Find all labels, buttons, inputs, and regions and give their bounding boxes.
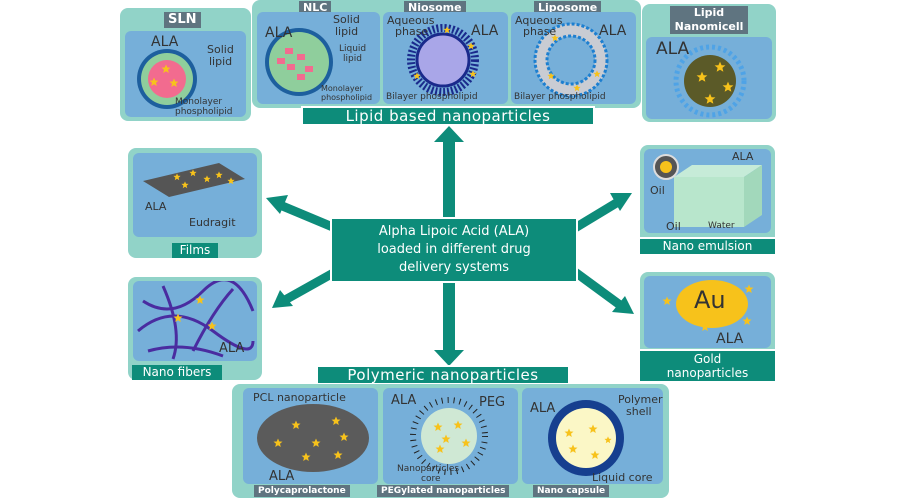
films-card: ALA Eudragit Films [128,148,262,258]
micell-card: Lipid Nanomicell ALA [642,4,776,122]
emulsion-panel: ALA Oil Oil Water [644,149,771,233]
gold-au: Au [694,286,726,314]
micell-tag1: Lipid [693,6,725,19]
polymeric-banner: Polymeric nanoparticles [316,365,570,385]
nlc-mono1: Monolayer [321,84,363,93]
nlc-liquid: Liquid [339,44,367,54]
sln-panel: ALA Solid lipid Monolayer phospholipid [125,31,246,117]
liposome-bilayer: Bilayer phospholipid [514,92,606,102]
niosome-tag: Niosome [404,1,466,15]
nlc-liquid2: lipid [343,54,362,64]
pcl-ala: ALA [269,469,295,484]
emulsion-ala: ALA [732,150,754,163]
polymeric-group: PCL nanoparticle ALA ALA PEG Nanoparticl… [232,384,669,498]
capsule-illustration [548,400,624,476]
micell-illustration [673,44,747,118]
capsule-shell2: shell [626,405,652,418]
peg-panel: ALA PEG Nanoparticles core [383,388,518,484]
lipid-group: NLC Niosome Liposome ALA Solid lipid Liq… [252,0,641,108]
gold-ala: ALA [716,331,744,347]
center-title-box: Alpha Lipoic Acid (ALA) loaded in differ… [330,217,578,283]
pcl-panel: PCL nanoparticle ALA [243,388,378,484]
fibers-panel: ALA [133,281,257,361]
fibers-illustration [137,281,255,360]
emulsion-water: Water [708,221,735,231]
capsule-core: Liquid core [592,471,653,484]
peg-peg: PEG [479,395,506,410]
films-panel: ALA Eudragit [133,153,257,237]
capsule-shell1: Polymer [618,393,663,406]
liposome-ala: ALA [599,23,627,39]
films-eudragit: Eudragit [189,216,236,229]
nlc-tag: NLC [299,1,332,15]
liposome-aq2: phase [523,25,557,38]
sln-tag: SLN [164,12,201,28]
emulsion-label: Nano emulsion [640,237,775,254]
sln-ala: ALA [151,34,179,50]
emulsion-card: ALA Oil Oil Water Nano emulsion [640,145,775,254]
center-line3: delivery systems [398,260,510,275]
nlc-illustration [265,28,333,96]
sln-solid: Solid [207,43,234,56]
films-illustration [143,163,245,197]
peg-core1: Nanoparticles [397,464,460,474]
fibers-ala: ALA [219,341,245,356]
pcl-tag: Polycaprolactone [254,485,350,497]
films-ala: ALA [145,200,167,213]
peg-core2: core [421,474,441,484]
sln-lipid: lipid [209,55,233,68]
pcl-title: PCL nanoparticle [253,391,346,404]
nlc-mono2: phospholipid [321,93,373,102]
micell-panel: ALA [646,37,772,119]
niosome-illustration [407,24,479,96]
films-label: Films [172,243,218,258]
niosome-aq1: Aqueous [387,14,435,27]
sln-card: SLN ALA Solid lipid Monolayer phospholip… [120,8,251,121]
niosome-bilayer: Bilayer phospholipid [386,92,478,102]
fibers-card: ALA Nano fibers [128,277,262,380]
capsule-tag: Nano capsule [533,485,610,497]
gold-illustration [662,280,754,331]
micell-tag: Lipid Nanomicell [670,6,748,34]
capsule-ala: ALA [530,401,556,416]
pcl-illustration [257,404,369,472]
nlc-panel: ALA Solid lipid Liquid lipid Monolayer p… [257,12,380,104]
gold-label1: Gold [693,352,722,366]
gold-panel: Au ALA [644,276,771,348]
sln-mono1: Monolayer [175,97,223,107]
emulsion-oil2: Oil [666,220,681,233]
micell-tag2: Nanomicell [674,20,744,33]
center-line1: Alpha Lipoic Acid (ALA) [378,224,530,239]
gold-card: Au ALA Gold nanoparticles [640,272,775,381]
emulsion-oil1: Oil [650,184,665,197]
sln-mono2: phospholipid [175,107,233,117]
peg-tag: PEGylated nanoparticles [377,485,510,497]
micell-ala: ALA [656,39,690,59]
niosome-ala: ALA [471,23,499,39]
fibers-label: Nano fibers [132,365,222,380]
capsule-panel: ALA Polymer shell Liquid core [522,388,663,484]
nlc-lipid: lipid [335,25,359,38]
liposome-aq1: Aqueous [515,14,563,27]
nlc-solid: Solid [333,13,360,26]
center-line2: loaded in different drug [377,242,531,257]
gold-label2: nanoparticles [666,366,749,380]
niosome-aq2: phase [395,25,429,38]
peg-ala: ALA [391,393,417,408]
liposome-illustration [533,22,609,98]
liposome-panel: Aqueous phase ALA Bilayer phospholipid [511,12,636,104]
lipid-banner: Lipid based nanoparticles [301,106,595,126]
sln-illustration [137,49,197,109]
liposome-tag: Liposome [534,1,602,15]
nlc-ala: ALA [265,25,293,41]
peg-illustration [410,397,488,475]
emulsion-illustration [653,154,762,227]
niosome-panel: Aqueous phase ALA Bilayer phospholipid [383,12,508,104]
gold-label: Gold nanoparticles [640,349,775,381]
